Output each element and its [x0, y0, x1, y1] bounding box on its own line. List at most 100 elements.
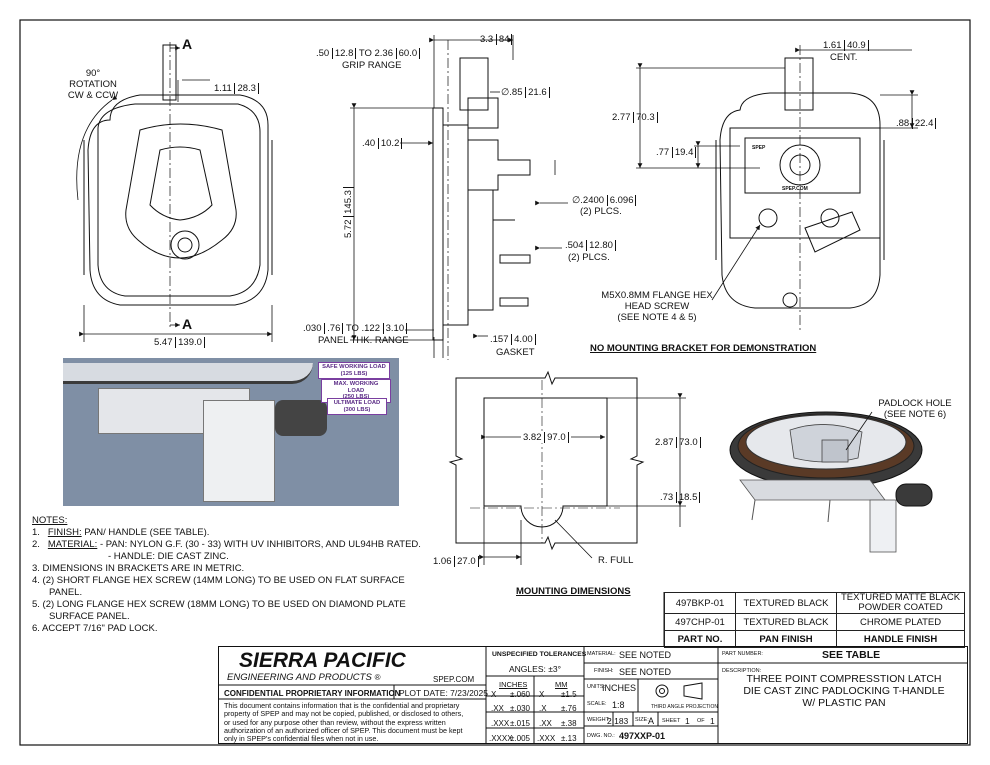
photo-handle	[275, 400, 327, 436]
screw-note-line-3: (SEE NOTE 4 & 5)	[617, 312, 697, 323]
description: THREE POINT COMPRESSTION LATCH DIE CAST …	[722, 673, 966, 709]
scale-value: 1:8	[612, 700, 625, 710]
load-photo: SAFE WORKING LOAD (125 LBS) MAX. WORKING…	[63, 358, 399, 506]
rear-stamp-text-b: SPEP	[752, 145, 766, 151]
material-value: SEE NOTED	[619, 650, 672, 660]
sheet-value: 1	[685, 716, 690, 726]
note-6: 6. ACCEPT 7/16" PAD LOCK.	[32, 623, 158, 634]
part-number-value: SEE TABLE	[822, 649, 881, 661]
mounting-cutout	[448, 370, 645, 551]
screw-note-line-1: M5X0.8MM FLANGE HEX	[601, 290, 713, 301]
table-row: 497BKP-01 TEXTURED BLACK TEXTURED MATTE …	[664, 592, 966, 614]
max-load-line-1: MAX. WORKING LOAD	[333, 381, 379, 394]
description-line-2: DIE CAST ZINC PADLOCKING T-HANDLE	[743, 685, 945, 697]
mounting-title: MOUNTING DIMENSIONS	[516, 586, 631, 597]
company-name: SIERRA PACIFIC	[239, 649, 406, 672]
dim-504: .504 12.80	[565, 240, 616, 251]
projection-label: THIRD ANGLE PROJECTION	[651, 704, 718, 710]
safe-load-badge: SAFE WORKING LOAD (125 LBS)	[318, 362, 390, 379]
dim-cutout-height: 2.87 73.0	[655, 437, 701, 448]
rotation-line-1: 90°	[85, 68, 101, 79]
tolerance-row: ±.060	[510, 690, 530, 699]
ultimate-load-badge: ULTIMATE LOAD (300 LBS)	[327, 398, 387, 415]
dwg-label: DWG. NO.:	[587, 733, 615, 739]
dim-88: .88 22.4	[896, 118, 937, 129]
screw-note: M5X0.8MM FLANGE HEX HEAD SCREW (SEE NOTE…	[592, 290, 722, 323]
tolerance-row: ±.38	[561, 719, 577, 728]
tolerance-title: UNSPECIFIED TOLERANCES	[492, 651, 587, 658]
size-value: A	[648, 716, 655, 726]
handle-finish-header: HANDLE FINISH	[835, 630, 966, 648]
part-no-cell: 497CHP-01	[664, 613, 736, 631]
dwg-value: 497XXP-01	[619, 731, 666, 741]
registered-mark: ®	[374, 673, 381, 682]
note-5a: 5. (2) LONG FLANGE HEX SCREW (18MM LONG)…	[32, 599, 406, 610]
r-full-label: R. FULL	[598, 555, 634, 566]
section-marker-top: A	[182, 36, 193, 52]
photo-pan	[63, 363, 313, 384]
dim-depth: 3.3 84	[480, 34, 513, 45]
tolerance-row: .XXXX	[489, 734, 513, 743]
tolerance-mm-label: MM	[555, 680, 568, 689]
front-view	[83, 42, 273, 330]
mounting-dims	[479, 393, 686, 565]
tolerance-row: .XX	[539, 719, 552, 728]
cent-label: CENT.	[830, 52, 858, 63]
finish-value: SEE NOTED	[619, 667, 672, 677]
notes-title: NOTES:	[32, 515, 68, 526]
handle-finish-cell: CHROME PLATED	[835, 613, 966, 631]
padlock-note: PADLOCK HOLE (SEE NOTE 6)	[870, 398, 960, 420]
disclaimer-line-4: authorization of an authorized officer o…	[224, 725, 463, 735]
weight-value: 2.183	[607, 716, 629, 726]
title-block: SIERRA PACIFIC ENGINEERING AND PRODUCTS …	[217, 645, 968, 744]
rear-stamp-text: SPEP.COM	[782, 186, 808, 192]
rear-view	[715, 45, 885, 330]
disclaimer-line-3: or used for any purpose other than revie…	[224, 717, 446, 727]
note-4b: PANEL.	[49, 587, 83, 598]
ultimate-load-line-2: (300 LBS)	[343, 406, 371, 413]
safe-load-line-1: SAFE WORKING LOAD	[322, 364, 386, 370]
safe-load-line-2: (125 LBS)	[340, 370, 368, 377]
rear-view-dims	[636, 47, 918, 301]
dim-40: .40 10.2	[362, 138, 403, 149]
note-4a: 4. (2) SHORT FLANGE HEX SCREW (14MM LONG…	[32, 575, 405, 586]
tolerance-angles: ANGLES: ±3°	[509, 664, 562, 674]
rotation-line-2: ROTATION	[69, 79, 117, 90]
table-row: 497CHP-01 TEXTURED BLACK CHROME PLATED	[664, 613, 966, 631]
rotation-line-3: CW & CCW	[67, 90, 119, 101]
max-load-badge: MAX. WORKING LOAD (250 LBS)	[321, 379, 391, 403]
note-3: 3. DIMENSIONS IN BRACKETS ARE IN METRIC.	[32, 563, 245, 574]
title-block-grid	[217, 645, 968, 744]
tolerance-row: ±.13	[561, 734, 577, 743]
disclaimer-line-5: only in SPEP's confidential files when n…	[224, 734, 379, 744]
description-label: DESCRIPTION:	[722, 668, 762, 674]
pan-finish-header: PAN FINISH	[735, 630, 837, 648]
tolerance-inches-label: INCHES	[499, 680, 528, 689]
dim-106: 1.06 27.0	[433, 556, 479, 567]
company-website: SPEP.COM	[433, 675, 475, 684]
iso-view	[729, 411, 933, 553]
description-line-1: THREE POINT COMPRESSTION LATCH	[746, 673, 942, 685]
tolerance-row: ±.030	[510, 704, 530, 713]
table-header-row: PART NO. PAN FINISH HANDLE FINISH	[664, 630, 966, 648]
tolerance-row: .XX	[491, 704, 504, 713]
dim-77: .77 19.4	[656, 147, 697, 158]
dim-panel-thk: .030 .76 TO .122 3.10	[303, 323, 408, 334]
disclaimer-line-2: property of SPEP and may not be copied, …	[224, 709, 464, 719]
dim-side-height: 5.72 145.3	[343, 187, 354, 238]
material-label: MATERIAL:	[587, 651, 616, 657]
ultimate-load-line-1: ULTIMATE LOAD	[333, 400, 381, 406]
part-no-header: PART NO.	[664, 630, 736, 648]
dim-cutout-width: 3.82 97.0	[521, 432, 571, 443]
dim-diameter: ∅.85 21.6	[501, 87, 550, 98]
tolerance-row: .X	[539, 704, 547, 713]
note-2: 2. MATERIAL: - PAN: NYLON G.F. (30 - 33)…	[32, 539, 421, 550]
dim-gasket: .157 4.00	[490, 334, 536, 345]
scale-label: SCALE:	[587, 701, 607, 707]
disclaimer: This document contains information that …	[224, 701, 464, 744]
section-marker-bottom: A	[182, 316, 193, 332]
of-value: 1	[710, 716, 715, 726]
